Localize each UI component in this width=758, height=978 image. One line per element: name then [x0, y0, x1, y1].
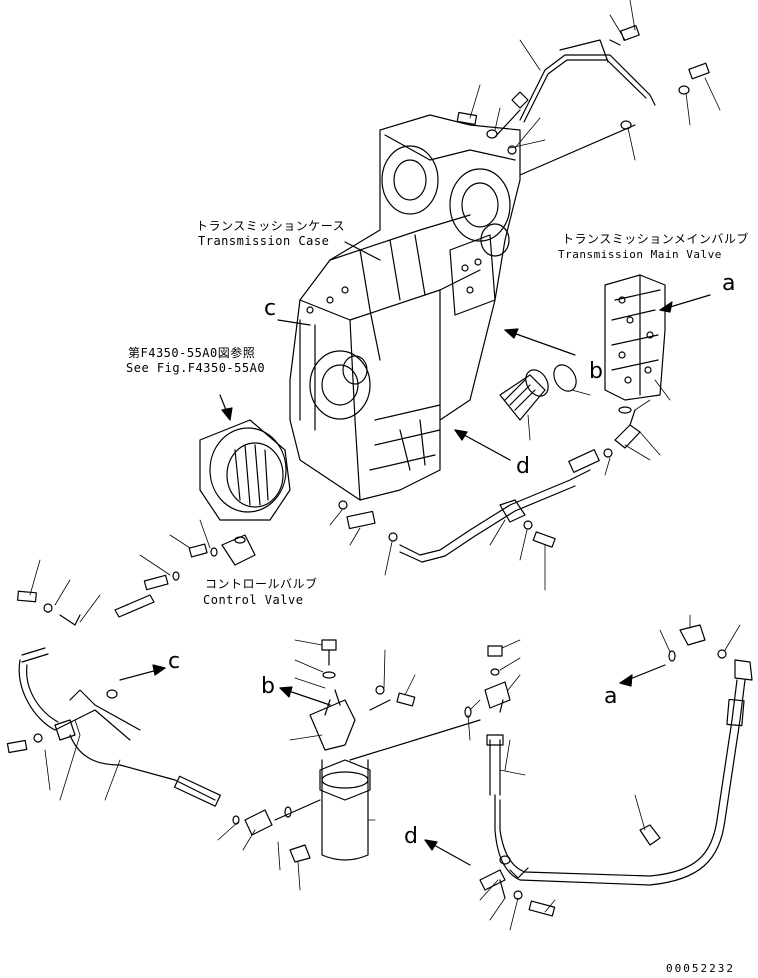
left-hose	[7, 591, 220, 806]
arrow-c-bottom-head	[153, 665, 165, 675]
middle-pipes	[339, 449, 612, 562]
callout-d-top: d	[516, 454, 530, 479]
transmission-case-label-ja: トランスミッションケース	[196, 219, 346, 233]
leader-transmission-case	[345, 242, 380, 260]
filter-assembly	[233, 640, 480, 862]
callout-b-bottom: b	[261, 674, 275, 699]
callout-c-bottom: c	[168, 649, 181, 674]
leader-strainer	[528, 390, 590, 440]
transmission-case-label-en: Transmission Case	[198, 234, 330, 248]
top-leaders	[470, 0, 720, 160]
main-valve-label-en: Transmission Main Valve	[558, 248, 722, 261]
callout-a-top: a	[722, 271, 736, 296]
arrow-c-top	[278, 320, 310, 325]
arrow-see-fig-head	[222, 408, 232, 420]
control-valve-parts	[115, 535, 255, 617]
arrow-a-bottom-head	[620, 675, 632, 686]
control-valve-label-en: Control Valve	[203, 593, 304, 607]
left-hose-leaders	[45, 720, 120, 800]
callout-a-bottom: a	[604, 684, 618, 709]
see-fig-label-en: See Fig.F4350-55A0	[126, 361, 266, 375]
document-number: 00052232	[666, 962, 735, 975]
filter-leaders	[218, 640, 415, 890]
main-valve-label-ja: トランスミッションメインバルブ	[562, 232, 749, 246]
converter-housing	[200, 420, 290, 520]
leader-main-valve	[635, 380, 670, 455]
right-leaders	[468, 615, 740, 930]
arrow-b-bottom-head	[280, 687, 292, 697]
middle-leaders	[330, 445, 650, 590]
transmission-case	[290, 115, 520, 500]
main-valve	[605, 275, 665, 448]
callout-c-top: c	[264, 296, 277, 321]
strainer	[500, 361, 581, 420]
callout-d-bottom: d	[404, 824, 418, 849]
see-fig-label-ja: 第F4350-55A0図参照	[128, 346, 256, 360]
arrow-b-top-head	[505, 329, 518, 338]
arrow-d-bottom-head	[425, 840, 437, 850]
left-leaders	[30, 520, 210, 622]
right-tube	[465, 625, 752, 916]
top-pipe-assembly	[457, 26, 709, 175]
arrow-a-top-head	[660, 302, 672, 312]
control-valve-label-ja: コントロールバルブ	[205, 577, 318, 591]
arrow-d-top-head	[455, 430, 467, 440]
callout-b-top: b	[589, 359, 603, 384]
arrow-b-top	[505, 330, 575, 355]
